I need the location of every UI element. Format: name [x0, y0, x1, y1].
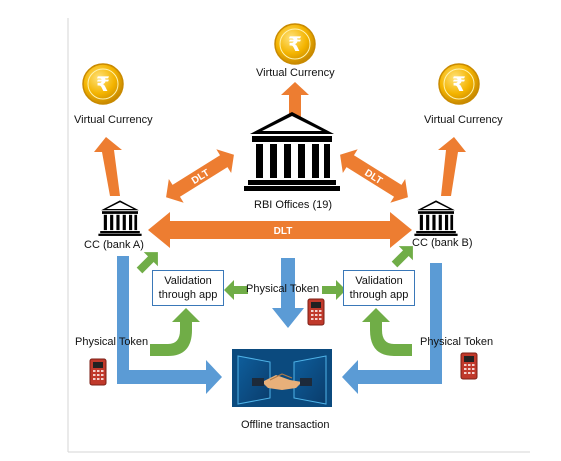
- rupee-coin-icon: ₹: [438, 63, 480, 105]
- physical-token-label-center: Physical Token: [246, 283, 320, 295]
- arrow-rbi-to-virtual-currency: [281, 82, 309, 124]
- validation-box-left: Validation through app: [152, 270, 224, 306]
- physical-token-icon: [307, 298, 325, 326]
- validation-right-line2: through app: [349, 289, 409, 301]
- validation-box-right: Validation through app: [343, 270, 415, 306]
- cc-bank-a-label: CC (bank A): [84, 239, 144, 251]
- rbi-offices-label: RBI Offices (19): [254, 199, 333, 211]
- physical-token-icon: [460, 352, 478, 380]
- green-curve-arrow-right: [362, 308, 412, 356]
- green-arrow-validation-to-cc-a: [136, 252, 158, 274]
- svg-text:₹: ₹: [96, 72, 110, 96]
- bank-building-icon: [244, 112, 340, 191]
- blue-arrow-rbi-to-offline: [272, 258, 304, 328]
- handshake-icon: [252, 373, 312, 390]
- physical-token-icon: [89, 358, 107, 386]
- dlt-arrow-middle: [148, 212, 412, 248]
- rupee-coin-icon: ₹: [82, 63, 124, 105]
- dlt-arrow-left: [166, 149, 234, 203]
- cc-bank-b-label: CC (bank B): [412, 237, 473, 249]
- blue-arrow-cc-a-to-offline: [117, 256, 222, 394]
- bank-building-icon: [98, 200, 142, 236]
- validation-left-line1: Validation: [164, 275, 212, 287]
- green-curve-arrow-left: [150, 308, 200, 356]
- offline-transaction-label: Offline transaction: [241, 419, 330, 431]
- dlt-arrow-right: [340, 149, 408, 203]
- green-arrow-token-to-validation-right: [322, 280, 346, 300]
- physical-token-label-right: Physical Token: [420, 336, 494, 348]
- validation-left-line2: through app: [158, 289, 218, 301]
- virtual-currency-label-right: Virtual Currency: [424, 114, 503, 126]
- virtual-currency-label-left: Virtual Currency: [74, 114, 153, 126]
- blue-arrow-cc-b-to-offline: [342, 263, 442, 394]
- virtual-currency-label-center: Virtual Currency: [256, 67, 335, 79]
- svg-text:₹: ₹: [288, 32, 302, 56]
- arrow-cc-b-to-virtual-currency: [438, 137, 466, 196]
- offline-transaction-image: [232, 349, 332, 407]
- dlt-label-middle: DLT: [274, 226, 293, 237]
- validation-right-line1: Validation: [355, 275, 403, 287]
- physical-token-label-left: Physical Token: [75, 336, 149, 348]
- green-arrow-validation-to-cc-b: [391, 246, 413, 268]
- svg-text:₹: ₹: [452, 72, 466, 96]
- arrow-cc-a-to-virtual-currency: [94, 137, 122, 196]
- bank-building-icon: [414, 200, 458, 236]
- green-arrow-token-to-validation-left: [224, 280, 248, 300]
- rupee-coin-icon: ₹: [274, 23, 316, 65]
